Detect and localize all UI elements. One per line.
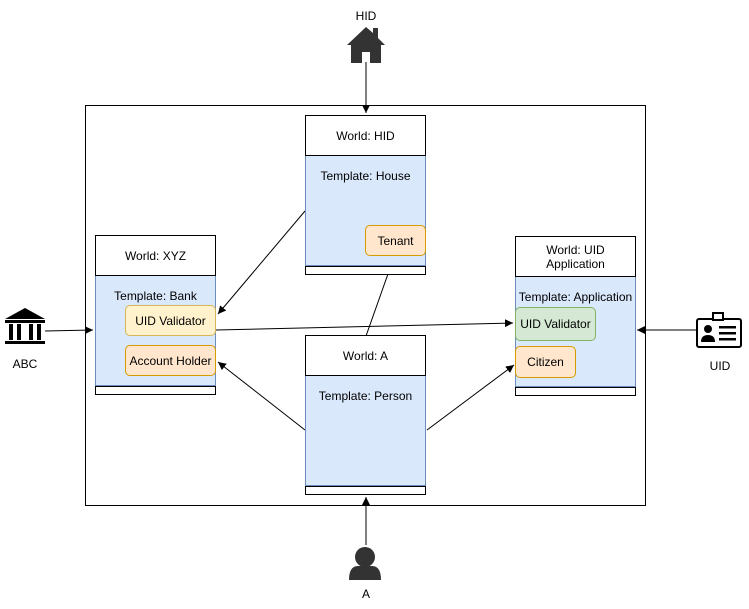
template-person-label: Template: Person (318, 389, 413, 403)
role-account-holder[interactable]: Account Holder (125, 345, 216, 376)
role-app-uid-validator[interactable]: UID Validator (515, 307, 596, 341)
world-a-footer (305, 486, 426, 495)
arrow-person-to-citizen (426, 364, 515, 431)
template-person: Template: Person (305, 376, 426, 486)
arrow-bank-validator-to-app-validator (215, 319, 514, 331)
world-a[interactable]: World: A Template: Person (305, 335, 426, 495)
actor-label-uid: UID (709, 359, 731, 373)
world-hid-title: World: HID (305, 115, 426, 156)
world-uid-title: World: UID Application (515, 236, 636, 277)
world-xyz-title: World: XYZ (95, 235, 216, 276)
actor-label-a: A (361, 587, 370, 601)
role-citizen[interactable]: Citizen (515, 346, 576, 378)
world-uid-footer (515, 387, 636, 396)
world-xyz-footer (95, 386, 216, 395)
arrow-house-to-bank-validator (217, 210, 306, 315)
actor-label-hid: HID (355, 9, 377, 23)
arrow-abc-to-world-xyz (44, 326, 94, 335)
world-a-title: World: A (305, 335, 426, 376)
role-bank-uid-validator[interactable]: UID Validator (125, 305, 216, 336)
world-hid-footer (305, 266, 426, 275)
person-icon (349, 547, 381, 580)
arrow-person-to-account-holder (217, 361, 306, 431)
bank-icon (5, 308, 45, 344)
template-application-label: Template: Application (518, 290, 633, 304)
house-icon (347, 27, 385, 63)
template-house-label: Template: House (320, 169, 411, 183)
id-card-icon (696, 312, 742, 348)
template-bank-label: Template: Bank (114, 289, 197, 303)
role-tenant[interactable]: Tenant (365, 225, 426, 256)
actor-label-abc: ABC (12, 357, 38, 371)
